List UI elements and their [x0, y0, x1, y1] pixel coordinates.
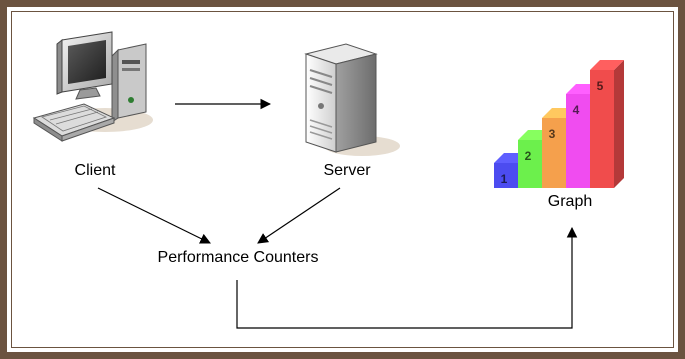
graph-bar-number-label: 4 — [573, 103, 580, 117]
arrow-server-to-counters — [257, 187, 341, 244]
graph-bar-number-label: 3 — [549, 127, 556, 141]
graph-bar-number-label: 5 — [597, 79, 604, 93]
graph-bar-top — [590, 60, 624, 70]
graph-bar-4 — [566, 94, 590, 188]
graph-bar-1 — [494, 163, 518, 188]
diagram-inner-border — [11, 11, 674, 348]
client-computer-icon — [32, 31, 153, 142]
server-tower-icon — [304, 43, 400, 156]
graph-bar-3 — [542, 118, 566, 188]
arrow-counters-to-graph — [236, 226, 578, 329]
graph-bar-number-label: 1 — [501, 172, 508, 186]
server-label: Server — [323, 162, 371, 179]
client-label: Client — [74, 162, 116, 179]
graph-bar-2 — [518, 140, 542, 188]
graph-bar-5 — [590, 70, 614, 188]
graph-label: Graph — [547, 193, 593, 210]
graph-bar-side — [614, 60, 624, 188]
arrow-client-to-counters — [97, 187, 211, 244]
bar-graph-icon: 1 2 3 4 5 — [494, 60, 624, 188]
performance-counters-label: Performance Counters — [157, 249, 319, 266]
graph-bar-number-label: 2 — [525, 149, 532, 163]
